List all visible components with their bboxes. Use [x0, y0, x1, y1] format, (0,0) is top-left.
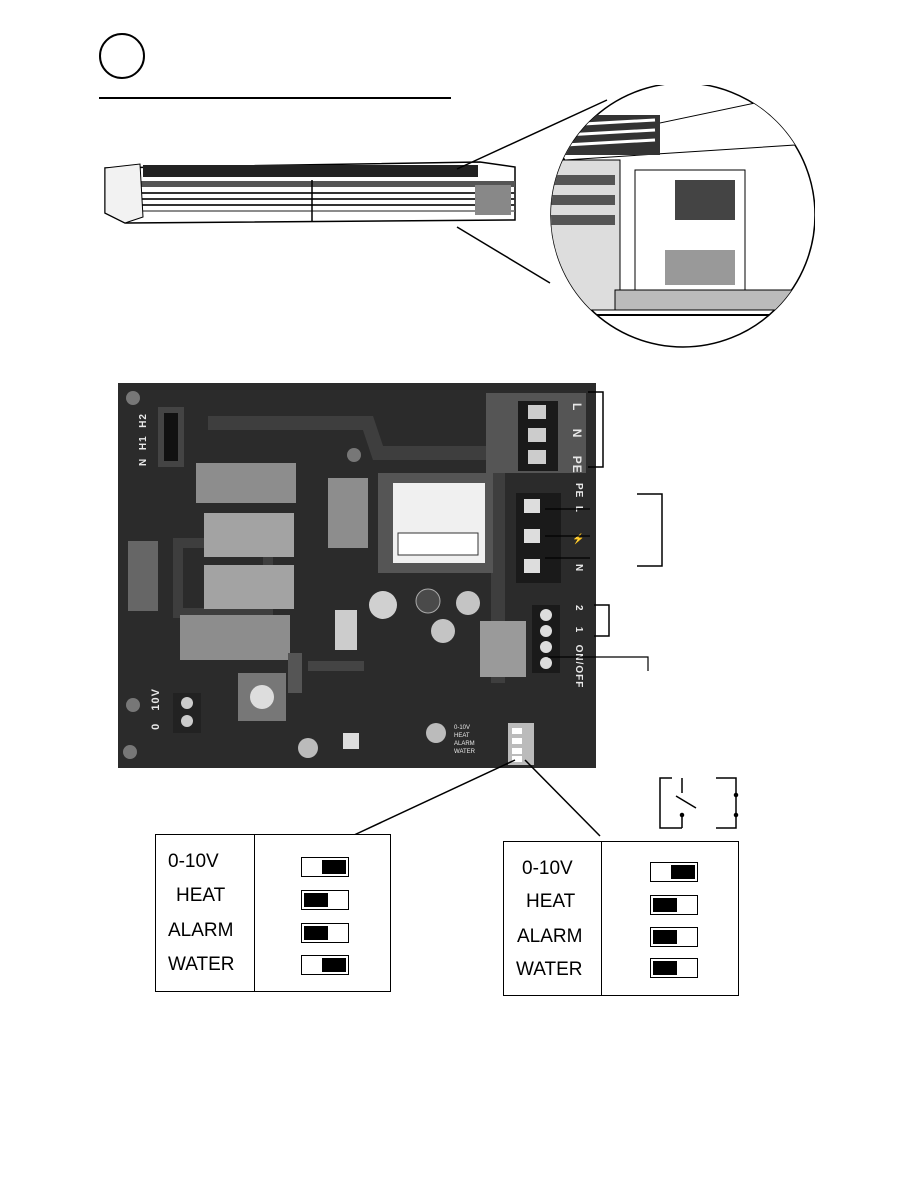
dip-panel-a: 0-10V HEAT ALARM WATER [155, 834, 391, 992]
dip-switch-0-10v [301, 857, 349, 877]
silk-10v: 10V [150, 688, 162, 711]
silk-dip-heat: HEAT [454, 733, 470, 739]
silk-onoff: ON/OFF [573, 644, 584, 689]
air-curtain-illustration [104, 85, 815, 348]
silk-2: 2 [573, 605, 584, 612]
silk-1: 1 [573, 626, 584, 634]
zoom-line-bottom [456, 226, 551, 284]
dip-panel-divider [601, 842, 602, 995]
silk-bolt: ⚡ [573, 531, 584, 546]
dip-label-0-10v: 0-10V [168, 851, 219, 872]
step-number-circle [99, 33, 145, 79]
dip-knob [653, 961, 677, 975]
dip-switch-heat [301, 890, 349, 910]
dip-knob [653, 930, 677, 944]
silk-h2: H2 [138, 413, 149, 428]
silk-0: 0 [150, 722, 162, 730]
control-terminal-label: 2 1 ON/OFF [573, 605, 584, 688]
silk-dip-water: WATER [454, 749, 475, 755]
dip-label-0-10v: 0-10V [522, 858, 573, 879]
switch-contact-symbol [659, 777, 739, 829]
dip-knob [304, 926, 328, 940]
dip-switch-alarm [650, 927, 698, 947]
dip-panel-b: 0-10V HEAT ALARM WATER [503, 841, 739, 996]
heading-rule [99, 97, 451, 99]
control-bracket [594, 604, 610, 637]
dip-knob [671, 865, 695, 879]
dip-label-water: WATER [516, 959, 583, 980]
air-curtain-unit [104, 161, 516, 224]
dip-switch-water [301, 955, 349, 975]
silk-n: N [570, 428, 584, 439]
dip-knob [322, 860, 346, 874]
dip-switch-0-10v [650, 862, 698, 882]
dip-label-alarm: ALARM [168, 920, 234, 941]
dip-legend-silk: 0-10V HEAT ALARM WATER [454, 724, 475, 756]
dip-switch-alarm [301, 923, 349, 943]
control-board-photo: L N PE PE L ⚡ N 2 1 ON/OFF N H1 H2 0 10V… [118, 383, 596, 768]
silk-pe: PE [570, 455, 584, 474]
mains-terminal-label: L N PE [570, 403, 584, 474]
analog-terminal-label: 0 10V [150, 688, 162, 730]
silk-dip-0-10v: 0-10V [454, 725, 471, 731]
dip-leader-right [524, 759, 601, 837]
silk-l: L [570, 403, 584, 412]
board-components [123, 391, 586, 765]
dip-switch-heat [650, 895, 698, 915]
silk-pe-out: PE [573, 483, 584, 499]
zoom-detail-circle [550, 85, 815, 348]
silk-dip-alarm: ALARM [454, 741, 475, 747]
dip-knob [304, 893, 328, 907]
dip-knob [653, 898, 677, 912]
dip-panel-divider [254, 835, 255, 991]
dip-label-heat: HEAT [176, 885, 226, 906]
silk-l-out: L [573, 505, 584, 514]
dip-knob [322, 958, 346, 972]
output-bracket [637, 493, 663, 567]
dip-label-alarm: ALARM [517, 926, 583, 947]
silk-h-n: N [138, 457, 149, 466]
dip-leader-left [351, 759, 516, 837]
dip-label-water: WATER [168, 954, 235, 975]
heater-terminal-label: N H1 H2 [138, 413, 149, 466]
output-terminal-label: PE L ⚡ N [573, 483, 584, 572]
zoom-line-top [456, 99, 608, 170]
silk-h1: H1 [138, 435, 149, 451]
dip-switch-water [650, 958, 698, 978]
silk-n-out: N [573, 564, 584, 573]
dip-label-heat: HEAT [526, 891, 576, 912]
